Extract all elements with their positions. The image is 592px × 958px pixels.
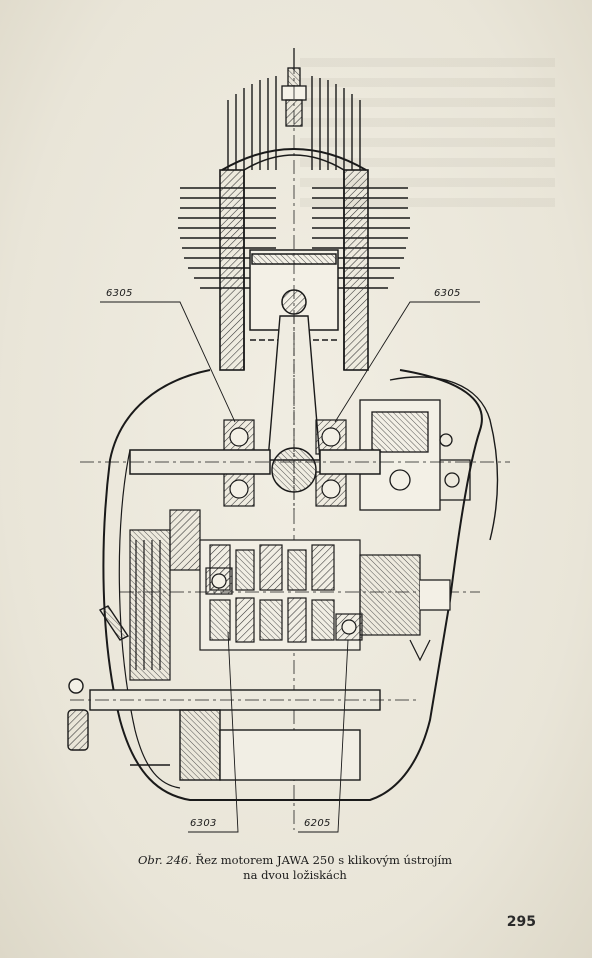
label-bearing-top-right: 6305 [434, 288, 461, 299]
page-number: 295 [506, 914, 536, 930]
gearbox-end [359, 554, 451, 662]
label-bearing-top-left: 6305 [106, 288, 133, 299]
cylinder-barrel [219, 154, 369, 371]
label-bearing-bottom-right: 6205 [304, 818, 331, 829]
caption-line-1: Řez motorem JAWA 250 s klikovým ústrojím [195, 853, 453, 867]
engine-cross-section-icon [67, 48, 510, 833]
gearbox [120, 539, 480, 651]
caption-line-2: na dvou ložiskách [243, 868, 347, 882]
bleed-through-text [300, 58, 555, 218]
caption-lead: Obr. 246. [137, 853, 192, 867]
clutch-assembly [129, 509, 201, 681]
main-bearings [223, 419, 347, 507]
kickstart-shaft [67, 605, 420, 781]
label-bearing-bottom-left: 6303 [190, 818, 217, 829]
crankshaft [80, 449, 510, 475]
leader-lines [100, 301, 480, 833]
figure-caption: Obr. 246. Řez motorem JAWA 250 s klikový… [80, 853, 510, 883]
engine-cross-section-figure: 6305 6305 6303 6205 [60, 40, 530, 845]
crankcase [102, 369, 499, 801]
